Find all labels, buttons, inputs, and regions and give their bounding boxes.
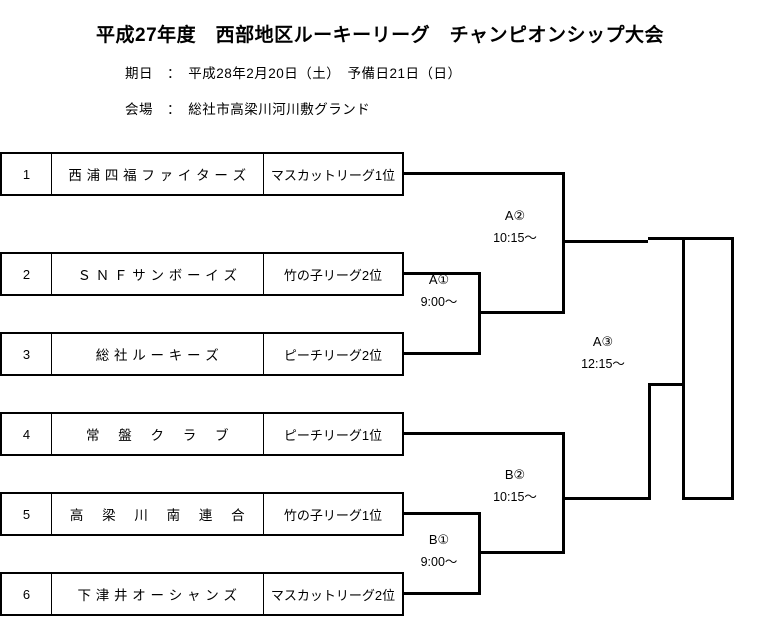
table-row: 5 高 梁 川 南 連 合 竹の子リーグ1位 [0,492,404,536]
connector-seed2-to-a1 [404,272,481,275]
qualifier: ピーチリーグ2位 [263,332,404,376]
table-row: 1 西 浦 四 福 フ ァ イ タ ー ズ マスカットリーグ1位 [0,152,404,196]
match-label-a3: A③ 12:15～ [558,334,648,372]
qualifier: マスカットリーグ2位 [263,572,404,616]
seed-number: 1 [0,152,52,196]
seed-number: 4 [0,412,52,456]
connector-a1-to-a2 [478,311,565,314]
table-row: 6 下 津 井 オ ー シ ャ ン ズ マスカットリーグ2位 [0,572,404,616]
page-title: 平成27年度 西部地区ルーキーリーグ チャンピオンシップ大会 [96,25,664,46]
connector-a2-vertical [562,172,565,314]
match-code: A③ [592,334,614,349]
table-row: 4 常 盤 ク ラ ブ ピーチリーグ1位 [0,412,404,456]
match-time: 12:15～ [581,357,625,371]
table-row: 3 総 社 ル ー キ ー ズ ピーチリーグ2位 [0,332,404,376]
team-name: 高 梁 川 南 連 合 [51,492,264,536]
team-name: 下 津 井 オ ー シ ャ ン ズ [51,572,264,616]
match-time: 9:00～ [420,555,458,569]
connector-seed5-to-b1 [404,512,481,515]
team-name: 西 浦 四 福 フ ァ イ タ ー ズ [51,152,264,196]
qualifier: 竹の子リーグ2位 [263,252,404,296]
event-venue-line: 会場 ： 総社市高梁川河川敷グランド [125,102,371,117]
match-time: 9:00～ [420,295,458,309]
match-code: A① [428,272,450,287]
connector-seed6-to-b1 [404,592,481,595]
connector-b1-to-b2 [478,551,565,554]
match-code: B① [428,532,450,547]
match-time: 10:15～ [493,231,537,245]
qualifier: マスカットリーグ1位 [263,152,404,196]
team-name: Ｓ Ｎ Ｆ サ ン ボ ー イ ズ [51,252,264,296]
champion-box [682,237,734,500]
seed-number: 3 [0,332,52,376]
match-code: A② [504,208,526,223]
team-name: 常 盤 ク ラ ブ [51,412,264,456]
seed-number: 6 [0,572,52,616]
qualifier: 竹の子リーグ1位 [263,492,404,536]
table-row: 2 Ｓ Ｎ Ｆ サ ン ボ ー イ ズ 竹の子リーグ2位 [0,252,404,296]
connector-seed3-to-a1 [404,352,481,355]
match-time: 10:15～ [493,490,537,504]
seed-number: 2 [0,252,52,296]
connector-b2-vertical [562,432,565,554]
connector-a2-to-a3 [562,240,651,243]
match-label-a2: A② 10:15～ [470,208,560,246]
seed-number: 5 [0,492,52,536]
match-code: B② [504,467,526,482]
match-label-b1: B① 9:00～ [400,532,478,570]
match-label-b2: B② 10:15～ [470,467,560,505]
match-label-a1: A① 9:00～ [400,272,478,310]
qualifier: ピーチリーグ1位 [263,412,404,456]
runner-up-box [648,237,685,386]
event-date-line: 期日 ： 平成28年2月20日（土） 予備日21日（日） [125,66,462,81]
connector-seed4-to-b2 [404,432,565,435]
connector-seed1-to-a2 [404,172,565,175]
team-name: 総 社 ル ー キ ー ズ [51,332,264,376]
connector-b2-to-a3 [562,497,651,500]
